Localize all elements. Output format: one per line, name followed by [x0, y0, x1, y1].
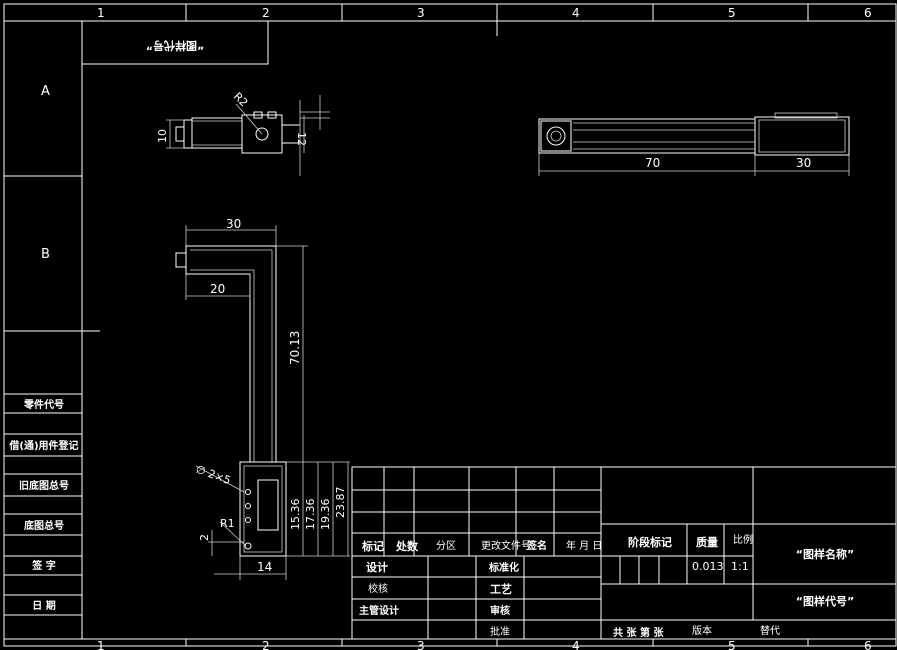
- col-number-4: 4: [572, 6, 580, 20]
- row-letter-a: A: [41, 84, 50, 99]
- tb-mass-value: 0.013: [692, 560, 724, 573]
- tb-standardize: 标准化: [488, 561, 519, 574]
- dim-30-top: 30: [226, 217, 241, 231]
- col-number-bottom-4: 4: [572, 639, 580, 650]
- col-number-bottom-1: 1: [97, 639, 105, 650]
- col-number-bottom-3: 3: [417, 639, 425, 650]
- tb-sign: 签名: [526, 539, 547, 552]
- dim-2: 2: [198, 534, 211, 541]
- label-date: 日 期: [32, 599, 55, 612]
- tb-check: 校核: [368, 582, 388, 595]
- dim-30-side: 30: [796, 156, 811, 170]
- inverted-drawing-code: “图样代号”: [146, 39, 204, 53]
- col-number-6: 6: [864, 6, 872, 20]
- dim-r1: R1: [220, 517, 235, 530]
- dim-15-36: 15.36: [289, 499, 302, 531]
- dim-70: 70: [645, 156, 660, 170]
- view-top-left-part: [166, 95, 330, 176]
- dim-hole-diameter: ∅ 2×5: [194, 463, 233, 488]
- col-number-5: 5: [728, 6, 736, 20]
- col-number-3: 3: [417, 6, 425, 20]
- tb-mark: 标记: [361, 539, 384, 553]
- tb-replace: 替代: [760, 624, 780, 637]
- tb-review: 审核: [490, 604, 510, 617]
- label-signature: 签 字: [31, 559, 55, 572]
- title-block: [351, 466, 897, 640]
- tb-ymd: 年 月 日: [566, 539, 602, 552]
- label-base-no: 底图总号: [24, 519, 64, 532]
- view-l-shape-part: [175, 225, 350, 580]
- tb-zone: 分区: [436, 540, 456, 552]
- label-part-code: 零件代号: [23, 398, 64, 411]
- label-borrow-register: 借(通)用件登记: [8, 439, 78, 452]
- tb-chief-design: 主管设计: [359, 604, 399, 617]
- tb-drawing-name: “图样名称”: [796, 547, 854, 561]
- row-letter-b: B: [41, 247, 50, 262]
- dim-19-36: 19.36: [319, 499, 332, 531]
- col-number-1: 1: [97, 6, 105, 20]
- tb-scale: 比例: [733, 533, 753, 546]
- tb-mass: 质量: [696, 535, 718, 549]
- view-long-bar: [538, 112, 850, 176]
- dim-23-87: 23.87: [334, 487, 347, 519]
- tb-design: 设计: [366, 560, 388, 574]
- dim-70-13: 70.13: [288, 331, 302, 365]
- col-number-bottom-6: 6: [864, 639, 872, 650]
- dim-12: 12: [295, 132, 308, 146]
- left-register-column: [4, 393, 82, 616]
- tb-drawing-code: “图样代号”: [796, 594, 854, 608]
- col-number-2: 2: [262, 6, 270, 20]
- col-number-bottom-2: 2: [262, 639, 270, 650]
- tb-count: 处数: [395, 539, 419, 553]
- dim-20: 20: [210, 282, 225, 296]
- inverted-title-tab: “图样代号”: [81, 20, 269, 65]
- dim-10: 10: [156, 129, 169, 143]
- dim-r2: R2: [231, 90, 251, 110]
- tb-version: 版本: [692, 624, 712, 637]
- dim-17-36: 17.36: [304, 499, 317, 531]
- tb-approve: 批准: [490, 625, 510, 638]
- col-number-bottom-5: 5: [728, 639, 736, 650]
- tb-sheets: 共 张 第 张: [613, 626, 664, 639]
- tb-scale-value: 1:1: [731, 560, 749, 573]
- tb-stage-mark: 阶段标记: [628, 535, 672, 549]
- label-old-base-no: 旧底图总号: [19, 479, 69, 492]
- tb-change-doc: 更改文件号: [481, 539, 531, 552]
- dim-14: 14: [257, 560, 272, 574]
- tb-process: 工艺: [490, 582, 512, 596]
